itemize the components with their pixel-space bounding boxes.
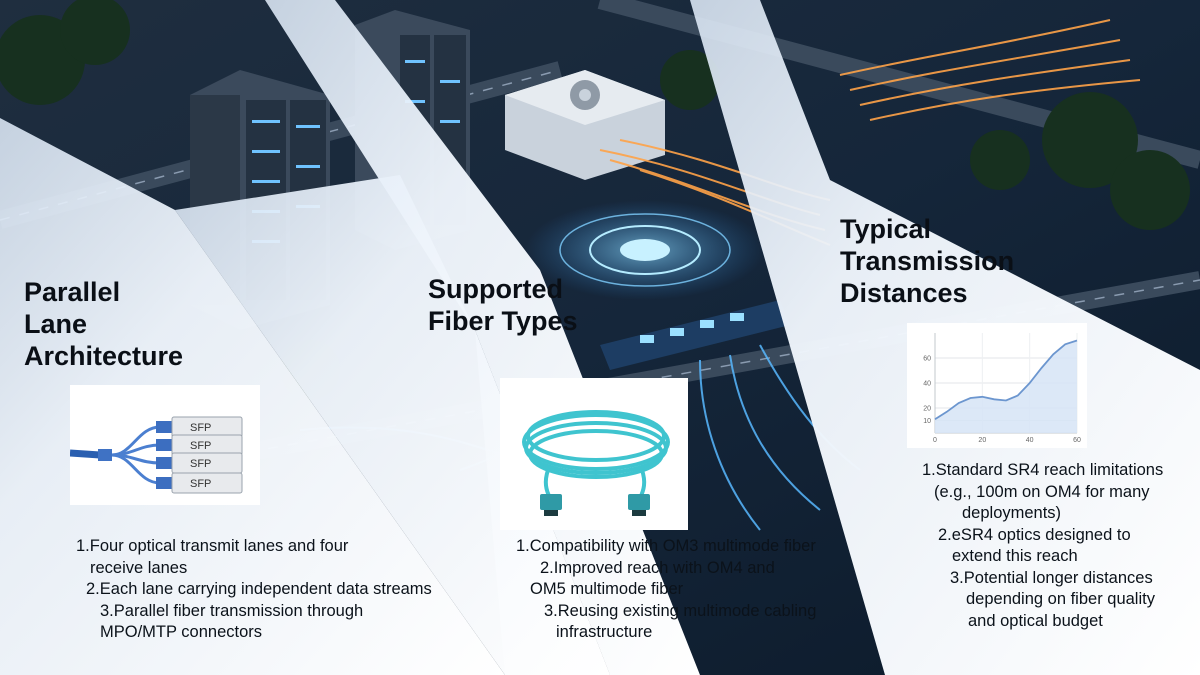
x-tick-label: 0 [933, 437, 937, 444]
heading-line: Lane [24, 309, 88, 339]
fiber-patch-cord-card [500, 378, 688, 530]
mpo-connector [628, 494, 650, 516]
distance-chart: 10 20 40 60 0 20 40 60 [923, 333, 1081, 444]
list-item: 3.Parallel fiber transmission through MP… [76, 601, 476, 644]
list-item: 2.eSR4 optics designed to extend this re… [922, 525, 1192, 568]
list-item-line: and optical budget [968, 611, 1103, 630]
y-tick-label: 40 [923, 381, 931, 388]
sfp-module: SFP [156, 416, 243, 438]
mpo-connector [540, 494, 562, 516]
y-tick-label: 20 [923, 406, 931, 413]
list-item-line: 3.Reusing existing multimode cabling [544, 601, 817, 620]
list-item: 1.Compatibility with OM3 multimode fiber [516, 536, 876, 558]
heading-line: Supported [428, 274, 563, 304]
sfp-label: SFP [190, 458, 211, 470]
list-item-line: 2.Improved reach with OM4 and [540, 558, 775, 577]
sfp-module: SFP [156, 472, 243, 494]
list-item-line: 2.Each lane carrying independent data st… [86, 580, 432, 598]
list-item: 3.Reusing existing multimode cabling inf… [516, 601, 876, 644]
heading-line: Typical [840, 214, 932, 244]
list-item-line: 3.Parallel fiber transmission through [100, 601, 364, 620]
list-item: 1.Standard SR4 reach limitations (e.g., … [922, 460, 1192, 525]
mpo-fiber-patch-cord-icon [522, 410, 670, 516]
list-item: 1.Four optical transmit lanes and four r… [76, 536, 476, 579]
glass-panel-middle-fill [175, 175, 610, 675]
list-item-line: (e.g., 100m on OM4 for many [934, 482, 1150, 501]
sfp-label: SFP [190, 440, 211, 452]
heading-line: Transmission [840, 246, 1015, 276]
list-item-line: 2.eSR4 optics designed to [938, 525, 1131, 544]
chart-line [934, 339, 1078, 421]
y-tick-label: 10 [923, 418, 931, 425]
list-item: 3.Potential longer distances depending o… [922, 568, 1192, 633]
panel-3-list: 1.Standard SR4 reach limitations (e.g., … [922, 460, 1192, 632]
glowing-hub [525, 200, 765, 300]
list-item-line: infrastructure [556, 623, 653, 641]
list-item: 2.Improved reach with OM4 and OM5 multim… [516, 558, 876, 601]
sfp-breakout-card: SFP SFP SFP SFP [69, 385, 260, 505]
list-item: 2.Each lane carrying independent data st… [76, 579, 476, 601]
sfp-breakout-cable-icon: SFP SFP SFP SFP [69, 416, 243, 494]
x-tick-label: 40 [1026, 437, 1034, 444]
list-item-line: deployments) [962, 504, 1062, 522]
port-strip [600, 300, 790, 370]
list-item-line: 1.Standard SR4 reach limitations [922, 461, 1164, 479]
y-tick-label: 60 [923, 356, 931, 363]
heading-line: Distances [840, 278, 968, 308]
panel-3-heading: Typical Transmission Distances [840, 213, 1014, 309]
panel-1-list: 1.Four optical transmit lanes and four r… [76, 536, 476, 644]
list-item-line: MPO/MTP connectors [100, 623, 262, 641]
panel-2-list: 1.Compatibility with OM3 multimode fiber… [516, 536, 876, 644]
x-tick-label: 20 [978, 437, 986, 444]
distance-chart-card: 10 20 40 60 0 20 40 60 [907, 323, 1087, 448]
network-switch [505, 70, 665, 180]
list-item-line: 3.Potential longer distances [950, 568, 1153, 587]
heading-line: Parallel [24, 277, 121, 307]
list-item-line: OM5 multimode fiber [530, 580, 684, 598]
list-item-line: 1.Four optical transmit lanes and four [76, 537, 349, 555]
list-item-line: depending on fiber quality [966, 590, 1155, 608]
sfp-label: SFP [190, 422, 211, 434]
list-item-line: extend this reach [952, 547, 1078, 565]
heading-line: Architecture [24, 341, 184, 371]
sfp-label: SFP [190, 478, 211, 490]
sfp-module: SFP [156, 434, 243, 456]
panel-2-heading: Supported Fiber Types [428, 273, 578, 337]
x-tick-label: 60 [1073, 437, 1081, 444]
list-item-line: 1.Compatibility with OM3 multimode fiber [516, 537, 816, 555]
sfp-module: SFP [156, 452, 243, 474]
chart-area-fill [935, 340, 1077, 433]
list-item-line: receive lanes [90, 558, 188, 577]
panel-1-heading: Parallel Lane Architecture [24, 276, 183, 372]
heading-line: Fiber Types [428, 306, 578, 336]
